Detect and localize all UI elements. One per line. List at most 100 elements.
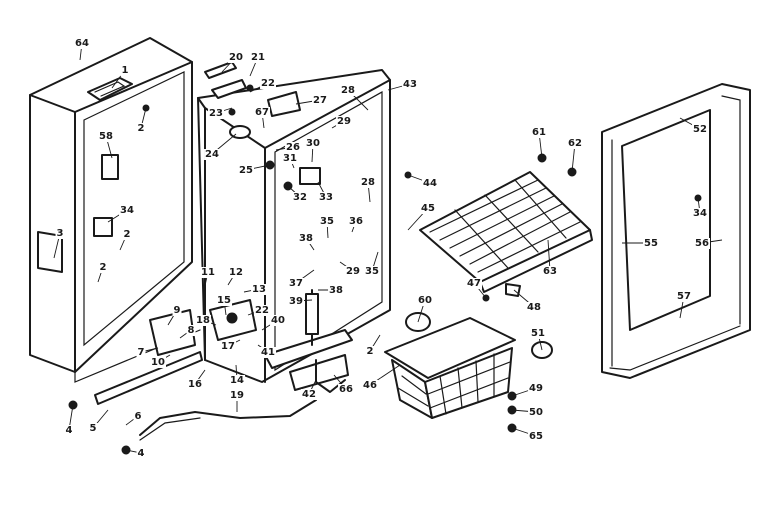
callout-bg-c7 bbox=[136, 347, 146, 358]
callout-label-c5: 5 bbox=[90, 423, 97, 434]
callout-label-c12: 12 bbox=[229, 267, 243, 278]
callout-label-c26: 26 bbox=[286, 142, 300, 153]
callout-label-c2b: 2 bbox=[124, 229, 131, 240]
callout-bg-c35a bbox=[319, 216, 335, 227]
callout-label-c43: 43 bbox=[403, 79, 417, 90]
callout-bg-c34a bbox=[119, 205, 135, 216]
callout-label-c9: 9 bbox=[174, 305, 181, 316]
callout-bg-c42 bbox=[301, 389, 317, 400]
callout-label-c35a: 35 bbox=[320, 216, 334, 227]
drain-tube bbox=[139, 289, 346, 441]
callout-bg-c5 bbox=[88, 423, 98, 434]
callout-bg-c40 bbox=[270, 315, 286, 326]
callout-bg-c47 bbox=[466, 278, 482, 289]
callout-label-c1: 1 bbox=[122, 65, 129, 76]
callout-bg-c36 bbox=[348, 216, 364, 227]
leader-line-c63 bbox=[547, 239, 551, 272]
callout-bg-c3 bbox=[55, 228, 65, 239]
callout-bg-c66 bbox=[338, 384, 354, 395]
callout-bg-c46 bbox=[362, 380, 378, 391]
callout-bg-c26 bbox=[285, 142, 301, 153]
callout-label-c60: 60 bbox=[418, 295, 432, 306]
callout-label-c44: 44 bbox=[423, 178, 437, 189]
callout-bg-c27 bbox=[312, 95, 328, 106]
callout-label-c61: 61 bbox=[532, 127, 546, 138]
callout-label-c20: 20 bbox=[229, 52, 243, 63]
callout-bg-c2d bbox=[365, 346, 375, 357]
callout-bg-c4b bbox=[136, 448, 146, 459]
callout-bg-c9 bbox=[172, 305, 182, 316]
callout-label-c25: 25 bbox=[239, 165, 253, 176]
callout-label-c42: 42 bbox=[302, 389, 316, 400]
callout-bg-c15 bbox=[216, 295, 232, 306]
callout-bg-c45 bbox=[420, 203, 436, 214]
callout-label-c29a: 29 bbox=[337, 116, 351, 127]
callout-label-c13: 13 bbox=[252, 284, 266, 295]
callout-label-c57: 57 bbox=[677, 291, 691, 302]
callout-label-c37: 37 bbox=[289, 278, 303, 289]
callout-label-c11: 11 bbox=[201, 267, 215, 278]
callout-label-c21: 21 bbox=[251, 52, 265, 63]
callout-label-c19: 19 bbox=[230, 390, 244, 401]
callout-bg-c11 bbox=[200, 267, 216, 278]
callout-label-c45: 45 bbox=[421, 203, 435, 214]
callout-bg-c2a bbox=[136, 123, 146, 134]
callout-label-c66: 66 bbox=[339, 384, 353, 395]
callout-bg-c16 bbox=[187, 379, 203, 390]
callout-bg-c31 bbox=[282, 153, 298, 164]
callout-label-c15: 15 bbox=[217, 295, 231, 306]
callout-bg-c10 bbox=[150, 357, 166, 368]
callout-bg-c38b bbox=[328, 285, 344, 296]
callout-label-c30: 30 bbox=[306, 138, 320, 149]
door-gasket-frame bbox=[601, 83, 751, 379]
callout-bg-c58 bbox=[98, 131, 114, 142]
callout-bg-c28b bbox=[360, 177, 376, 188]
callout-label-c38b: 38 bbox=[329, 285, 343, 296]
callout-label-c22a: 22 bbox=[261, 78, 275, 89]
callout-bg-c20 bbox=[228, 52, 244, 63]
callout-label-c8: 8 bbox=[188, 325, 195, 336]
callout-bg-c6 bbox=[133, 411, 143, 422]
callout-bg-c8 bbox=[186, 325, 196, 336]
callout-bg-c30 bbox=[305, 138, 321, 149]
callout-bg-c55 bbox=[643, 238, 659, 249]
callout-bg-c29b bbox=[345, 266, 361, 277]
callout-bg-c56 bbox=[694, 238, 710, 249]
callout-label-c18: 18 bbox=[196, 315, 210, 326]
callout-bg-c33 bbox=[318, 192, 334, 203]
callout-bg-c2b bbox=[122, 229, 132, 240]
callout-label-c32: 32 bbox=[293, 192, 307, 203]
control-assembly bbox=[149, 160, 321, 356]
callout-label-c65: 65 bbox=[529, 431, 543, 442]
callout-bg-c61 bbox=[531, 127, 547, 138]
callout-label-c39: 39 bbox=[289, 296, 303, 307]
callout-label-c34b: 34 bbox=[693, 208, 707, 219]
callout-label-c40: 40 bbox=[271, 315, 285, 326]
callout-bg-c25 bbox=[238, 165, 254, 176]
callout-bg-c51 bbox=[530, 328, 546, 339]
callout-bg-c18 bbox=[195, 315, 211, 326]
callout-bg-c23 bbox=[208, 108, 224, 119]
callout-label-c4b: 4 bbox=[138, 448, 145, 459]
callout-label-c55: 55 bbox=[644, 238, 658, 249]
callout-label-c16: 16 bbox=[188, 379, 202, 390]
callout-bg-c35b bbox=[364, 266, 380, 277]
callout-label-c6: 6 bbox=[135, 411, 142, 422]
callout-bg-c41 bbox=[260, 347, 276, 358]
callout-label-c52: 52 bbox=[693, 124, 707, 135]
callout-label-c3: 3 bbox=[57, 228, 64, 239]
callout-label-c2a: 2 bbox=[138, 123, 145, 134]
callout-label-c41: 41 bbox=[261, 347, 275, 358]
callout-label-c28b: 28 bbox=[361, 177, 375, 188]
callout-bg-c28a bbox=[340, 85, 356, 96]
callout-bg-c64 bbox=[74, 38, 90, 49]
callout-label-c29b: 29 bbox=[346, 266, 360, 277]
callout-bg-c21 bbox=[250, 52, 266, 63]
callout-label-c48: 48 bbox=[527, 302, 541, 313]
callout-label-c17: 17 bbox=[221, 341, 235, 352]
callout-label-c23: 23 bbox=[209, 108, 223, 119]
callout-label-c27: 27 bbox=[313, 95, 327, 106]
callout-bg-c37 bbox=[288, 278, 304, 289]
callout-label-c49: 49 bbox=[529, 383, 543, 394]
